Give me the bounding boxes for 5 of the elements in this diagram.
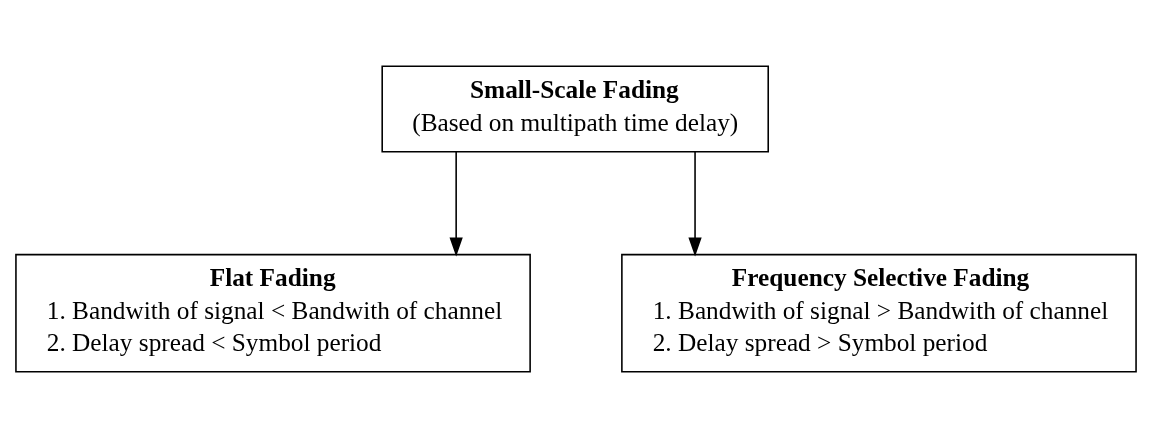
arrow — [688, 151, 702, 257]
node-box: Frequency Selective Fading 1. Bandwith of signal > Bandwith of channel 2. Delay spread > Symbol period — [621, 253, 1137, 373]
node-box: Flat Fading 1. Bandwith of signal < Bandwith of channel 2. Delay spread < Symbol period — [15, 253, 531, 373]
arrow — [449, 151, 463, 257]
node-box: Small-Scale Fading (Based on multipath time delay) — [381, 65, 769, 153]
